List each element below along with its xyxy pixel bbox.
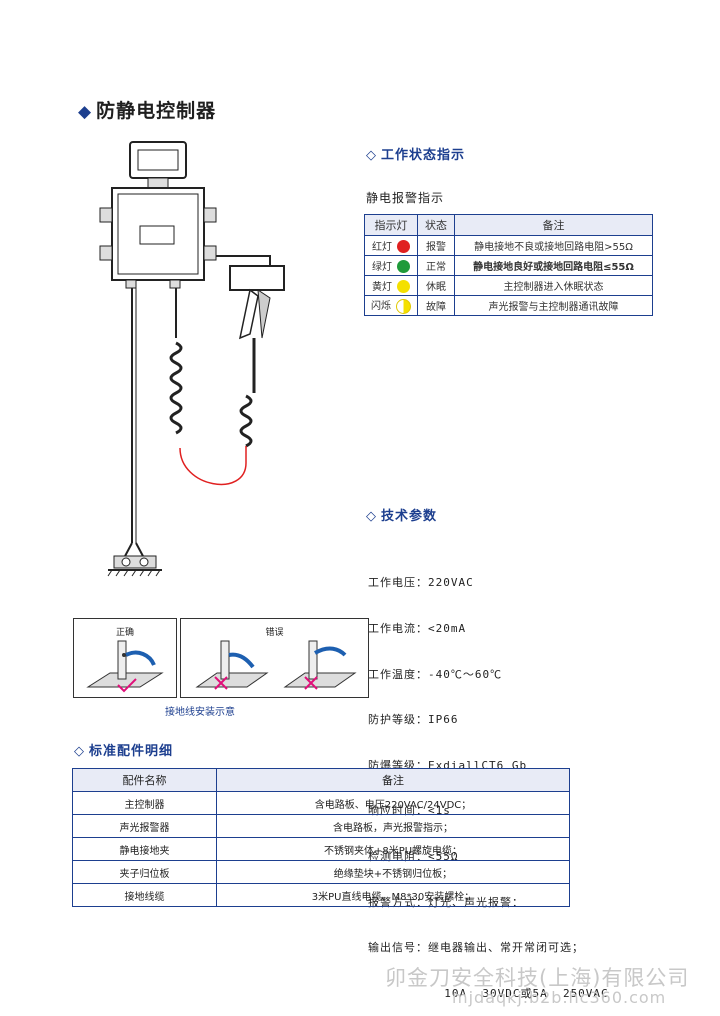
table-row: 接地线缆 3米PU直线电缆、M8*30安装螺栓；	[72, 883, 570, 907]
lamp-cell: 黄灯	[364, 275, 418, 296]
table-row: 闪烁 故障 声光报警与主控制器通讯故障	[364, 295, 653, 316]
accessories-section-title: ◇ 标准配件明细	[74, 740, 173, 759]
status-section-title-text: 工作状态指示	[381, 148, 466, 163]
company-watermark: 卯金刀安全科技(上海)有限公司	[385, 966, 690, 990]
tech-line: 10A 30VDC或5A 250VAC	[368, 986, 609, 1000]
accessories-table: 配件名称 备注 主控制器 含电路板、电压220VAC/24VDC； 声光报警器 …	[72, 768, 570, 907]
state-cell: 报警	[417, 235, 455, 256]
tech-line: 工作电流：<20mA	[368, 622, 467, 636]
table-row: 绿灯 正常 静电接地良好或接地回路电阻≤55Ω	[364, 255, 653, 276]
part-name-cell: 静电接地夹	[72, 837, 217, 861]
part-name-cell: 接地线缆	[72, 883, 217, 907]
green-lamp-icon	[397, 260, 410, 274]
header-state: 状态	[417, 214, 455, 236]
tech-line: 工作电压：220VAC	[368, 576, 474, 590]
note-cell: 声光报警与主控制器通讯故障	[454, 295, 653, 316]
url-watermark: mjdaqkj.b2b.hc360.com	[452, 988, 667, 1007]
controller-illustration	[99, 141, 285, 577]
tech-line: 防护等级：IP66	[368, 713, 459, 727]
state-cell: 正常	[417, 255, 455, 276]
status-table-header: 指示灯 状态 备注	[364, 214, 653, 236]
install-caption: 接地线安装示意	[165, 707, 235, 718]
diamond-icon: ◆	[78, 102, 93, 122]
lamp-label: 黄灯	[372, 281, 392, 293]
status-subtitle: 静电报警指示	[366, 191, 445, 205]
yellow-lamp-icon	[397, 280, 410, 294]
correct-label: 正确	[115, 628, 134, 638]
diamond-outline-icon: ◇	[366, 148, 377, 163]
part-name-cell: 主控制器	[72, 791, 217, 815]
header-part-name: 配件名称	[72, 768, 217, 792]
status-table: 指示灯 状态 备注 红灯 报警 静电接地不良或接地回路电阻>55Ω 绿灯 正常 …	[364, 214, 653, 316]
diamond-outline-icon: ◇	[74, 744, 85, 759]
red-lamp-icon	[397, 240, 410, 254]
part-name-cell: 声光报警器	[72, 814, 217, 838]
table-row: 声光报警器 含电路板，声光报警指示；	[72, 814, 570, 838]
correct-install-drawing	[86, 640, 164, 693]
table-row: 红灯 报警 静电接地不良或接地回路电阻>55Ω	[364, 235, 653, 256]
table-row: 主控制器 含电路板、电压220VAC/24VDC；	[72, 791, 570, 815]
header-note: 备注	[454, 214, 653, 236]
table-row: 静电接地夹 不锈钢夹体+8米PU螺旋电缆；	[72, 837, 570, 861]
status-section-title: ◇ 工作状态指示	[366, 144, 465, 163]
part-note-cell: 含电路板，声光报警指示；	[216, 814, 570, 838]
part-note-cell: 3米PU直线电缆、M8*30安装螺栓；	[216, 883, 570, 907]
note-cell: 主控制器进入休眠状态	[454, 275, 653, 296]
wrong-label: 错误	[265, 628, 284, 638]
tech-section-title-text: 技术参数	[381, 509, 438, 524]
diamond-outline-icon: ◇	[366, 509, 377, 524]
note-cell: 静电接地不良或接地回路电阻>55Ω	[454, 235, 653, 256]
wrong-install-drawing	[195, 640, 357, 690]
tech-line: 工作温度：-40℃～60℃	[368, 667, 503, 681]
note-cell: 静电接地良好或接地回路电阻≤55Ω	[454, 255, 653, 276]
lamp-label: 闪烁	[371, 301, 391, 313]
tech-section-title: ◇ 技术参数	[366, 505, 437, 524]
part-note-cell: 绝缘垫块+不锈钢归位板；	[216, 860, 570, 884]
blinking-lamp-icon	[396, 298, 411, 314]
table-row: 夹子归位板 绝缘垫块+不锈钢归位板；	[72, 860, 570, 884]
page-title: ◆防静电控制器	[78, 96, 216, 123]
install-correct-panel: 正确	[73, 618, 177, 698]
lamp-label: 绿灯	[372, 261, 392, 273]
accessories-section-title-text: 标准配件明细	[89, 744, 174, 759]
tech-line: 输出信号：继电器输出、常开常闭可选；	[368, 941, 584, 955]
state-cell: 故障	[417, 295, 455, 316]
lamp-cell: 红灯	[364, 235, 418, 256]
state-cell: 休眠	[417, 275, 455, 296]
page-title-text: 防静电控制器	[96, 100, 217, 122]
part-name-cell: 夹子归位板	[72, 860, 217, 884]
header-part-note: 备注	[216, 768, 570, 792]
install-wrong-panel: 错误	[180, 618, 369, 698]
part-note-cell: 含电路板、电压220VAC/24VDC；	[216, 791, 570, 815]
table-row: 黄灯 休眠 主控制器进入休眠状态	[364, 275, 653, 296]
part-note-cell: 不锈钢夹体+8米PU螺旋电缆；	[216, 837, 570, 861]
lamp-label: 红灯	[372, 241, 392, 253]
lamp-cell: 闪烁	[364, 295, 418, 316]
lamp-cell: 绿灯	[364, 255, 418, 276]
header-lamp: 指示灯	[364, 214, 418, 236]
accessories-table-header: 配件名称 备注	[72, 768, 570, 792]
